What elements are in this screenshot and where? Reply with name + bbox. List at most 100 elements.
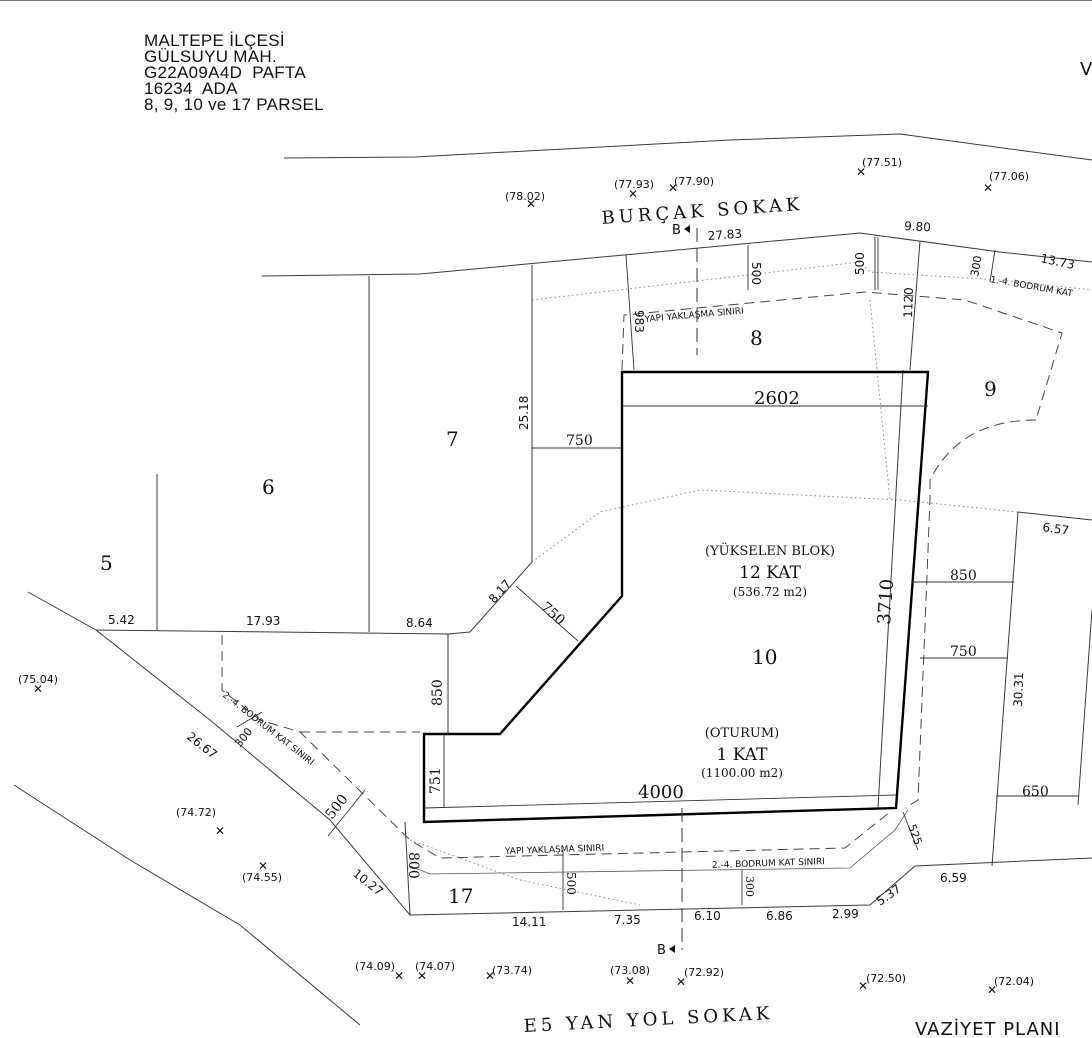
south-dotted-curve: [409, 839, 641, 906]
dim-10-27: 10.27: [350, 866, 386, 898]
approach-south-label: YAPI YAKLAŞMA SINIRI: [504, 844, 605, 857]
dim-525: 525: [905, 823, 924, 847]
approach-north-label: YAPI YAKLAŞMA SINIRI: [643, 306, 744, 325]
dim-13-73: 13.73: [1039, 251, 1076, 272]
setback-lines: [221, 261, 1092, 906]
dimension-values: 27.83 9.80 13.73 500 500 300 983 1120 26…: [108, 219, 1076, 929]
dim-300-b: 300: [232, 725, 255, 750]
svg-text:✕: ✕: [485, 969, 495, 983]
parcel-9-label: 9: [984, 377, 997, 401]
dim-6-10: 6.10: [694, 909, 721, 923]
svg-text:✕: ✕: [258, 859, 268, 873]
burcak-street-south-edge: [261, 232, 1092, 277]
east-dotted-diag: [869, 299, 891, 501]
elevation-point: ✕(73.08): [610, 964, 650, 988]
e5-street-label: E5 YAN YOL SOKAK: [523, 1003, 774, 1037]
parcel-6-label: 6: [262, 475, 275, 499]
dim-3710: 3710: [874, 578, 898, 625]
svg-text:(74.07): (74.07): [415, 960, 455, 973]
dim-2-99: 2.99: [832, 907, 859, 921]
svg-text:✕: ✕: [987, 983, 997, 997]
east-basement-curve: [904, 419, 1037, 809]
svg-text:✕: ✕: [33, 682, 43, 696]
north-setback-dotted: [531, 261, 1092, 301]
dim-5-37: 5.37: [874, 882, 904, 909]
dim-850-a: 850: [950, 568, 977, 584]
header-neighborhood: GÜLSUYU MAH.: [144, 47, 278, 66]
parcel-lines: [95, 237, 1092, 916]
section-arrow-bottom: [669, 945, 675, 953]
elevation-point: ✕(77.06): [983, 170, 1029, 195]
elevation-point: ✕(77.51): [856, 156, 902, 179]
svg-text:(78.02): (78.02): [505, 190, 545, 203]
elevation-point: ✕(74.09): [355, 960, 404, 983]
dim-6-86: 6.86: [766, 909, 793, 923]
dim-750-c: 750: [950, 644, 977, 660]
elevation-point: ✕(72.04): [987, 975, 1034, 997]
dim-500-a: 500: [749, 262, 763, 285]
dim-300-c: 300: [743, 876, 756, 897]
parcel-7-label: 7: [446, 427, 459, 451]
svg-text:✕: ✕: [417, 969, 427, 983]
plan-title: VAZİYET PLANI: [915, 1019, 1061, 1038]
svg-text:(72.04): (72.04): [994, 975, 1034, 988]
dim-751: 751: [428, 767, 444, 794]
dimension-lines: [236, 237, 1078, 910]
svg-text:(74.55): (74.55): [242, 871, 282, 884]
elevation-point: ✕(73.74): [485, 964, 532, 983]
rising-block-area: (536.72 m2): [733, 585, 807, 599]
plan-header: MALTEPE İLÇESİ GÜLSUYU MAH. G22A09A4D PA…: [144, 32, 324, 114]
dim-983: 983: [632, 310, 646, 333]
line-9-dim-top: [909, 240, 921, 371]
dim-5-42: 5.42: [108, 613, 135, 627]
parcel-8-label: 8: [750, 326, 763, 350]
svg-text:✕: ✕: [394, 969, 404, 983]
dim-30-31: 30.31: [1011, 672, 1026, 707]
basement-northeast-label: 1.-4. BODRUM KAT: [989, 275, 1073, 299]
south-parcel-edge: [27, 591, 1092, 916]
dim-25-18: 25.18: [517, 396, 531, 430]
svg-text:✕: ✕: [668, 181, 678, 195]
svg-text:(73.74): (73.74): [492, 964, 532, 977]
dim-27-83: 27.83: [707, 227, 742, 243]
elevation-point: ✕(72.50): [858, 972, 906, 993]
svg-text:(74.09): (74.09): [355, 960, 395, 973]
street-boundaries: [13, 133, 1092, 1026]
elevation-point: ✕(78.02): [505, 190, 545, 211]
dim-14-11: 14.11: [512, 915, 546, 929]
dim-7-35: 7.35: [614, 913, 641, 927]
dim-500-b: 500: [853, 252, 867, 275]
basement-south-label: 2.-4. BODRUM KAT SINIRI: [712, 857, 825, 871]
svg-text:✕: ✕: [983, 181, 993, 195]
svg-text:✕: ✕: [625, 974, 635, 988]
dim-750-b: 750: [537, 599, 568, 629]
dim-6-57: 6.57: [1042, 520, 1070, 538]
dim-6-59: 6.59: [940, 871, 967, 885]
section-label-top: B: [672, 223, 681, 238]
header-block-number: 16234 ADA: [144, 79, 238, 98]
dim-2602: 2602: [754, 388, 800, 409]
base-block-area: (1100.00 m2): [701, 766, 783, 780]
south-approach-limit: [221, 635, 891, 859]
parcel-numbers: 5 6 7 8 9 10 17: [100, 326, 997, 908]
elevation-point: ✕(74.55): [242, 859, 282, 884]
dim-750-a: 750: [566, 433, 593, 449]
parcel-5-label: 5: [100, 551, 113, 575]
parcel-10-label: 10: [752, 645, 777, 669]
east-parcel-line: [991, 511, 1019, 867]
north-approach-limit: [621, 291, 1063, 421]
e5-street-north-edge: [13, 784, 361, 1026]
basement-west-label: 2.-4. BODRUM KAT SINIRI: [220, 690, 315, 767]
svg-text:✕: ✕: [676, 975, 686, 989]
svg-text:(72.92): (72.92): [684, 966, 724, 979]
header-parcels: 8, 9, 10 ve 17 PARSEL: [144, 95, 324, 114]
elevation-point: ✕(77.90): [668, 175, 714, 195]
dim-17-93: 17.93: [246, 614, 280, 628]
dim-850-b: 850: [430, 679, 446, 706]
svg-text:(77.93): (77.93): [614, 178, 654, 191]
elevation-point: ✕(77.93): [614, 178, 654, 201]
parcel-17-label: 17: [448, 884, 473, 908]
elevation-point: ✕(74.07): [415, 960, 455, 983]
rising-block-floors: 12 KAT: [739, 563, 801, 583]
base-block-title: (OTURUM): [705, 726, 779, 741]
